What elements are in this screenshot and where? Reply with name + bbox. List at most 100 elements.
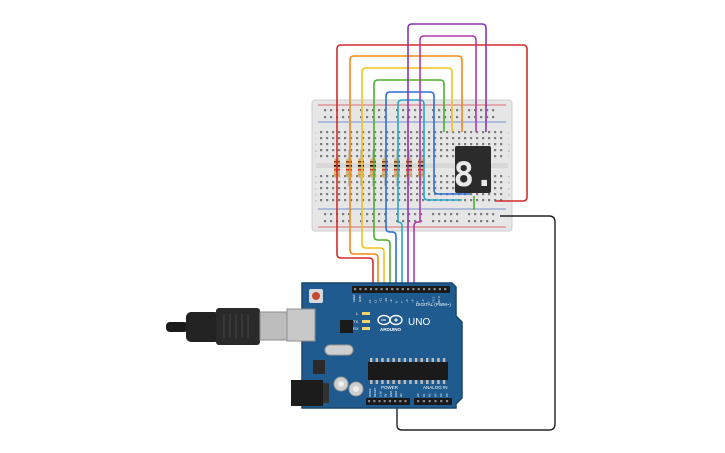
header-pin [388, 400, 391, 403]
rail-hole [438, 116, 441, 119]
breadboard-hole [500, 181, 503, 184]
chip-pin [398, 358, 401, 362]
breadboard-hole [428, 187, 431, 190]
rail-hole [414, 220, 417, 223]
rail-hole [372, 109, 375, 112]
breadboard-hole [350, 193, 353, 196]
reset-button[interactable] [312, 292, 320, 300]
header-pin [368, 400, 371, 403]
resistor-band [394, 161, 400, 163]
breadboard-hole [458, 131, 461, 134]
header-pin [383, 400, 386, 403]
rail-hole [414, 213, 417, 216]
breadboard-hole [350, 187, 353, 190]
chip-pin [403, 358, 407, 362]
breadboard-row-letter: f [315, 154, 316, 158]
usb-plug-grip [216, 308, 260, 345]
breadboard-hole [350, 149, 353, 152]
breadboard-hole [350, 155, 353, 158]
breadboard-hole [488, 131, 491, 134]
breadboard-hole [476, 199, 479, 202]
breadboard-row-letter: h [315, 142, 317, 146]
breadboard-hole [320, 193, 323, 196]
breadboard-hole [422, 193, 425, 196]
rail-hole [402, 213, 405, 216]
breadboard-hole [326, 149, 329, 152]
breadboard-hole [410, 155, 413, 158]
rail-hole [378, 213, 381, 216]
chip-pin [426, 358, 429, 362]
digital-pin-label: ~6 [405, 299, 409, 303]
rail-hole [360, 109, 363, 112]
rail-hole [384, 220, 387, 223]
breadboard-hole [386, 143, 389, 146]
breadboard-hole [500, 199, 503, 202]
breadboard-hole [446, 181, 449, 184]
breadboard-hole [350, 131, 353, 134]
breadboard-hole [404, 193, 407, 196]
header-pin [433, 288, 436, 291]
usb-plug-grip-lines [223, 314, 249, 338]
rail-hole [378, 220, 381, 223]
resistor-band [418, 161, 424, 163]
header-pin [380, 288, 383, 291]
rail-hole [450, 109, 453, 112]
breadboard-hole [344, 155, 347, 158]
rail-hole [492, 109, 495, 112]
header-pin [378, 400, 381, 403]
breadboard-hole [476, 131, 479, 134]
breadboard-hole [338, 199, 341, 202]
breadboard-hole [338, 131, 341, 134]
resistor-band [358, 165, 364, 167]
breadboard-hole [368, 199, 371, 202]
chip-pin [414, 380, 418, 384]
chip-socket-pins-bottom [370, 380, 446, 384]
chip-socket-pins-top [370, 358, 446, 362]
breadboard-hole [362, 155, 365, 158]
breadboard-hole [422, 181, 425, 184]
breadboard-row-letter: b [508, 192, 510, 196]
breadboard-hole [494, 199, 497, 202]
analog-pin-label: A0 [416, 393, 420, 397]
header-pin [438, 288, 441, 291]
breadboard-row-letter: b [315, 192, 317, 196]
breadboard-hole [344, 137, 347, 140]
breadboard-hole [428, 143, 431, 146]
breadboard-hole [416, 131, 419, 134]
breadboard-hole [476, 143, 479, 146]
breadboard-hole [392, 155, 395, 158]
breadboard-hole [320, 143, 323, 146]
breadboard-hole [398, 137, 401, 140]
breadboard-hole [326, 187, 329, 190]
breadboard-hole [368, 175, 371, 178]
breadboard-hole [452, 137, 455, 140]
breadboard-hole [326, 199, 329, 202]
rail-hole [456, 213, 459, 216]
header-pin [373, 400, 376, 403]
header-pin [428, 400, 431, 403]
arduino-model-text: UNO [408, 317, 430, 328]
rail-hole [360, 213, 363, 216]
breadboard-hole [482, 143, 485, 146]
breadboard-hole [380, 149, 383, 152]
breadboard-hole [320, 137, 323, 140]
breadboard-hole [398, 143, 401, 146]
rail-hole [438, 213, 441, 216]
resistor-band [382, 165, 388, 167]
breadboard-hole [488, 137, 491, 140]
header-pin [391, 288, 394, 291]
digital-pin-label: 7 [400, 301, 404, 303]
digital-pin-label: ~10 [384, 298, 388, 303]
breadboard-hole [452, 187, 455, 190]
breadboard-hole [326, 137, 329, 140]
resistor-band [370, 161, 376, 163]
breadboard-row-letter: j [314, 130, 316, 134]
rail-hole [342, 116, 345, 119]
breadboard-hole [356, 149, 359, 152]
breadboard-hole [422, 143, 425, 146]
breadboard-hole [404, 155, 407, 158]
label-rx: RX [353, 326, 359, 331]
